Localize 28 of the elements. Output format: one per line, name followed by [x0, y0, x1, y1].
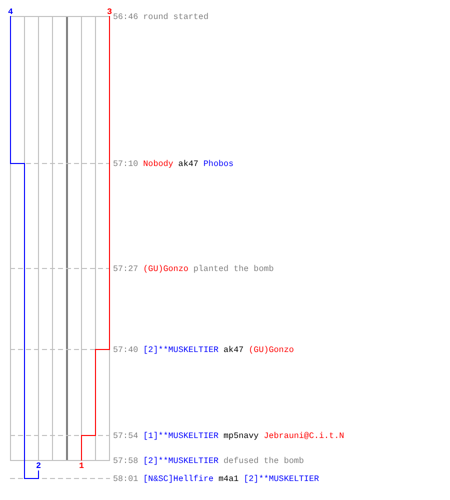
timestamp: 57:54	[113, 431, 138, 440]
timestamp: 58:01	[113, 474, 138, 483]
player-name: Nobody	[143, 159, 174, 168]
timestamp: 57:58	[113, 456, 138, 466]
event-text: planted the bomb	[193, 264, 274, 273]
weapon-name: ak47	[224, 345, 244, 354]
timestamp: 57:40	[113, 345, 138, 354]
player-name: [2]**MUSKELTIER	[143, 456, 219, 466]
player-name: Phobos	[203, 159, 234, 168]
player-name: [N&SC]Hellfire	[143, 474, 214, 483]
player-name: Jebrauni@C.i.t.N	[264, 431, 344, 440]
player-name: (GU)Gonzo	[248, 345, 294, 354]
player-name: [2]**MUSKELTIER	[143, 345, 219, 354]
player-name: [2]**MUSKELTIER	[244, 474, 320, 483]
player-name: (GU)Gonzo	[143, 264, 188, 273]
timestamp: 56:46	[113, 12, 138, 21]
event-text: defused the bomb	[224, 456, 304, 466]
player-count: 3	[106, 7, 112, 16]
weapon-name: ak47	[178, 159, 198, 168]
timestamp: 57:27	[113, 264, 138, 273]
weapon-name: m4a1	[218, 474, 239, 483]
player-name: [1]**MUSKELTIER	[143, 431, 219, 440]
weapon-name: mp5navy	[224, 431, 259, 440]
timestamp: 57:10	[113, 159, 138, 168]
player-count: 4	[8, 7, 14, 16]
player-count: 2	[36, 461, 42, 470]
player-count: 1	[78, 461, 84, 470]
event-text: round started	[143, 12, 208, 21]
